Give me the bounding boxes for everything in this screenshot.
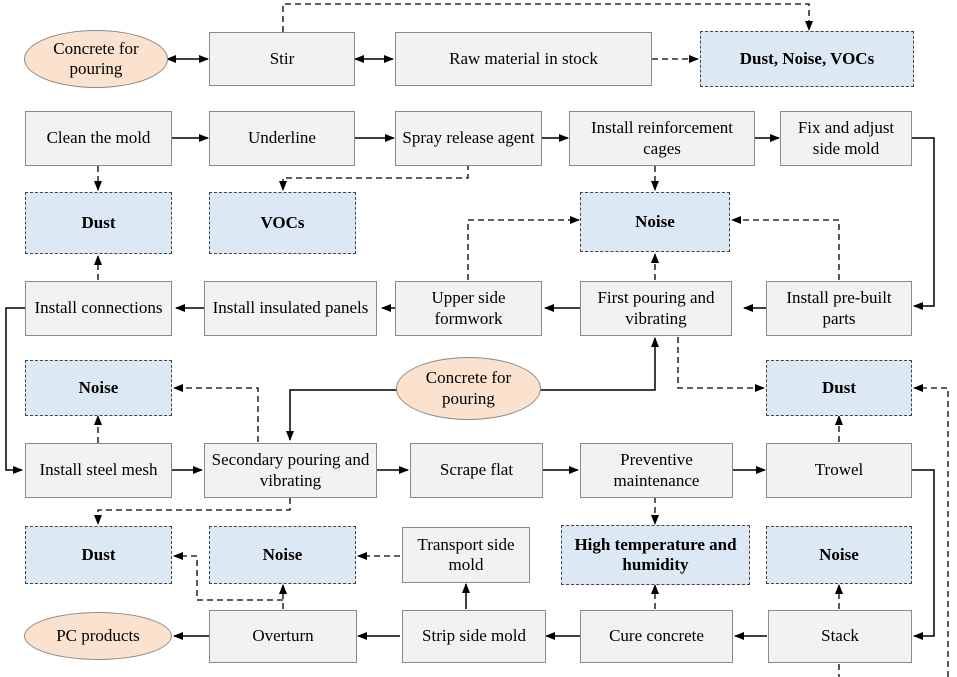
preventive-box: Preventive maintenance bbox=[580, 443, 733, 498]
emit-upper-noise bbox=[467, 216, 580, 280]
emit-prebuilt-noise bbox=[731, 216, 840, 280]
hazard-high-temp: High temperature and humidity bbox=[561, 525, 750, 585]
install-prebuilt-box: Install pre-built parts bbox=[766, 281, 912, 336]
hazard-dust-3: Dust bbox=[25, 526, 172, 584]
concrete-input-top: Concrete for pouring bbox=[24, 30, 168, 88]
raw-material-box: Raw material in stock bbox=[395, 32, 652, 86]
fix-side-mold-box: Fix and adjust side mold bbox=[780, 111, 912, 166]
stack-box: Stack bbox=[768, 610, 912, 663]
install-connections-box: Install connections bbox=[25, 281, 172, 336]
flow-trowel-stack bbox=[912, 469, 935, 640]
concrete-input-mid: Concrete for pouring bbox=[396, 357, 541, 420]
secondary-pouring-box: Secondary pouring and vibrating bbox=[204, 443, 377, 498]
flow-concrete-first bbox=[540, 337, 659, 391]
strip-side-box: Strip side mold bbox=[402, 610, 546, 663]
hazard-noise-4: Noise bbox=[766, 526, 912, 584]
cure-box: Cure concrete bbox=[580, 610, 733, 663]
flow-fix-prebuilt bbox=[912, 137, 935, 310]
upper-formwork-box: Upper side formwork bbox=[395, 281, 542, 336]
pc-products-output: PC products bbox=[24, 612, 172, 660]
first-pouring-box: First pouring and vibrating bbox=[580, 281, 732, 336]
install-insulated-box: Install insulated panels bbox=[204, 281, 377, 336]
emit-secondary-dust bbox=[94, 498, 291, 525]
scrape-flat-box: Scrape flat bbox=[410, 443, 543, 498]
flow-connections-mesh bbox=[5, 307, 26, 474]
emit-first-dust bbox=[677, 337, 765, 392]
trowel-box: Trowel bbox=[766, 443, 912, 498]
hazard-vocs: VOCs bbox=[209, 192, 356, 254]
emit-spray-vocs bbox=[279, 164, 469, 191]
emit-bottom-dust bbox=[913, 384, 949, 677]
hazard-dust-2: Dust bbox=[766, 360, 912, 416]
emit-secondary-noise bbox=[173, 384, 259, 442]
install-cages-box: Install reinforcement cages bbox=[569, 111, 755, 166]
flow-concrete-secondary bbox=[286, 389, 397, 441]
hazard-noise-2: Noise bbox=[25, 360, 172, 416]
hazard-dust-noise-vocs: Dust, Noise, VOCs bbox=[700, 31, 914, 87]
stir-box: Stir bbox=[209, 32, 355, 86]
spray-release-box: Spray release agent bbox=[395, 111, 542, 166]
install-mesh-box: Install steel mesh bbox=[25, 443, 172, 498]
emit-stir-top bbox=[282, 3, 813, 32]
hazard-noise-3: Noise bbox=[209, 526, 356, 584]
emit-overturn-dust bbox=[173, 552, 283, 601]
overturn-box: Overturn bbox=[209, 610, 357, 663]
hazard-dust-1: Dust bbox=[25, 192, 172, 254]
transport-side-box: Transport side mold bbox=[402, 527, 530, 583]
hazard-noise-1: Noise bbox=[580, 192, 730, 252]
clean-mold-box: Clean the mold bbox=[25, 111, 172, 166]
underline-box: Underline bbox=[209, 111, 355, 166]
